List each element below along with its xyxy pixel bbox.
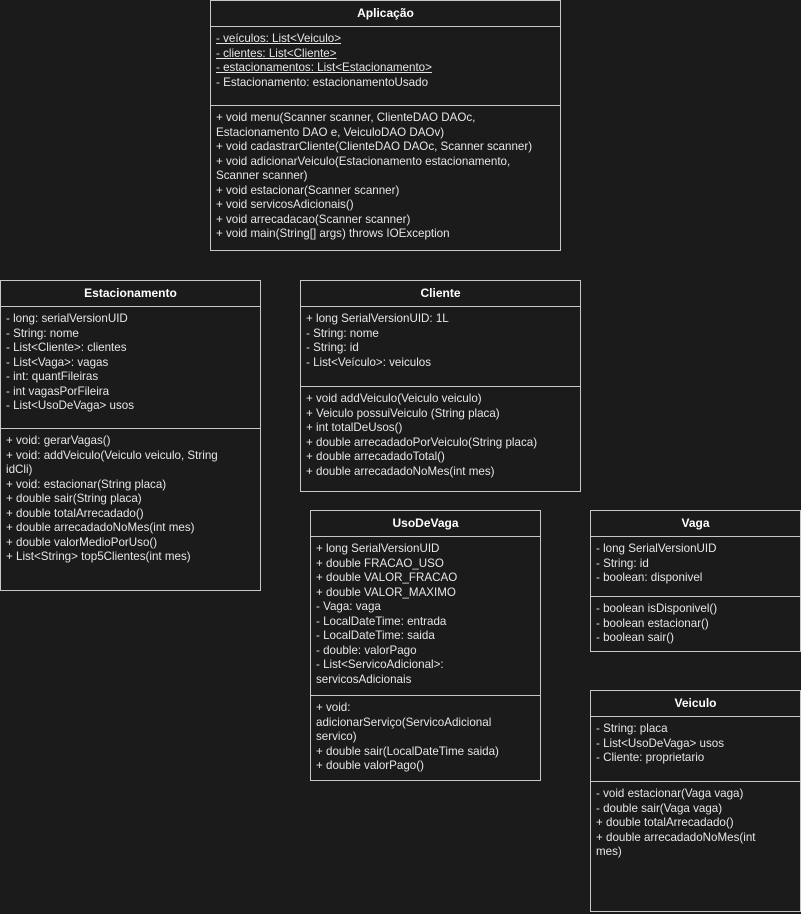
method-line: - double sair(Vaga vaga) bbox=[596, 801, 723, 815]
class-title: Aplicação bbox=[211, 1, 560, 27]
class-usodevaga[interactable]: UsoDeVaga + long SerialVersionUID+ doubl… bbox=[310, 510, 541, 781]
method-line: + List<String> top5Clientes(int mes) bbox=[6, 550, 191, 563]
attribute-line: + long SerialVersionUID: 1L bbox=[306, 312, 449, 325]
attributes-section: + long SerialVersionUID+ double FRACAO_U… bbox=[311, 537, 540, 696]
attribute-line: - boolean: disponivel bbox=[596, 571, 703, 584]
attribute-line: + long SerialVersionUID bbox=[316, 542, 440, 555]
attributes-section: - long SerialVersionUID- String: id- boo… bbox=[591, 537, 800, 597]
class-vaga[interactable]: Vaga - long SerialVersionUID- String: id… bbox=[590, 510, 801, 652]
attribute-line: + double VALOR_MAXIMO bbox=[316, 585, 456, 599]
attribute-line: - long: serialVersionUID bbox=[6, 312, 128, 325]
attribute-line: - long SerialVersionUID bbox=[596, 542, 717, 555]
class-title: Veiculo bbox=[591, 691, 800, 717]
attribute-line: + double FRACAO_USO bbox=[316, 556, 444, 570]
attribute-line: - int: quantFileiras bbox=[6, 370, 99, 383]
attribute-line: - Cliente: proprietario bbox=[596, 751, 705, 764]
attribute-line: - List<UsoDeVaga> usos bbox=[6, 399, 135, 412]
attribute-line: - String: nome bbox=[306, 326, 379, 340]
methods-section: + void: adicionarServiço(ServicoAdiciona… bbox=[311, 696, 540, 778]
attribute-line: - clientes: List<Cliente> bbox=[216, 46, 337, 60]
attribute-line: - estacionamentos: List<Estacionamento> bbox=[216, 61, 432, 74]
method-line: + double valorMedioPorUso() bbox=[6, 535, 158, 549]
attribute-line: - List<UsoDeVaga> usos bbox=[596, 736, 725, 750]
attributes-section: + long SerialVersionUID: 1L- String: nom… bbox=[301, 307, 580, 387]
method-line: + double totalArrecadado() bbox=[6, 506, 144, 520]
method-line: + double arrecadadoTotal() bbox=[306, 450, 445, 463]
attribute-line: - double: valorPago bbox=[316, 643, 417, 657]
class-title: UsoDeVaga bbox=[311, 511, 540, 537]
methods-section: + void addVeiculo(Veiculo veiculo)+ Veic… bbox=[301, 387, 580, 483]
method-line: + Veiculo possuiVeiculo (String placa) bbox=[306, 406, 500, 420]
methods-section: - boolean isDisponivel()- boolean estaci… bbox=[591, 597, 800, 650]
method-line: - boolean isDisponivel() bbox=[596, 602, 718, 615]
method-line: - boolean sair() bbox=[596, 631, 674, 644]
class-title: Estacionamento bbox=[1, 281, 260, 307]
attributes-section: - long: serialVersionUID- String: nome- … bbox=[1, 307, 260, 429]
method-line: + void estacionar(Scanner scanner) bbox=[216, 183, 400, 197]
attribute-line: - List<Veículo>: veiculos bbox=[306, 355, 432, 369]
attribute-line: - String: nome bbox=[6, 326, 79, 340]
method-line: + void: addVeiculo(Veiculo veiculo, Stri… bbox=[6, 448, 218, 477]
attribute-line: - Estacionamento: estacionamentoUsado bbox=[216, 75, 429, 89]
method-line: + double arrecadadoNoMes(int mes) bbox=[6, 521, 195, 534]
method-line: + void adicionarVeiculo(Estacionamento e… bbox=[216, 154, 511, 183]
class-cliente[interactable]: Cliente + long SerialVersionUID: 1L- Str… bbox=[300, 280, 581, 492]
method-line: + void cadastrarCliente(ClienteDAO DAOc,… bbox=[216, 140, 533, 153]
method-line: + double arrecadadoPorVeiculo(String pla… bbox=[306, 435, 538, 449]
method-line: + void servicosAdicionais() bbox=[216, 198, 354, 211]
method-line: + double arrecadadoNoMes(int mes) bbox=[306, 464, 495, 478]
attribute-line: - String: placa bbox=[596, 722, 668, 735]
attribute-line: - veículos: List<Veiculo> bbox=[216, 32, 342, 45]
method-line: + void: gerarVagas() bbox=[6, 434, 111, 447]
method-line: + void addVeiculo(Veiculo veiculo) bbox=[306, 392, 482, 405]
method-line: + int totalDeUsos() bbox=[306, 421, 403, 434]
method-line: + double sair(String placa) bbox=[6, 492, 142, 505]
method-line: + double valorPago() bbox=[316, 759, 424, 772]
attributes-section: - String: placa- List<UsoDeVaga> usos- C… bbox=[591, 717, 800, 782]
methods-section: + void: gerarVagas()+ void: addVeiculo(V… bbox=[1, 429, 260, 569]
method-line: + double sair(LocalDateTime saida) bbox=[316, 744, 499, 758]
class-estacionamento[interactable]: Estacionamento - long: serialVersionUID-… bbox=[0, 280, 261, 591]
attributes-section: - veículos: List<Veiculo>- clientes: Lis… bbox=[211, 27, 560, 106]
method-line: + void: adicionarServiço(ServicoAdiciona… bbox=[316, 701, 492, 743]
method-line: - void estacionar(Vaga vaga) bbox=[596, 787, 744, 800]
attribute-line: - int vagasPorFileira bbox=[6, 384, 110, 398]
class-title: Cliente bbox=[301, 281, 580, 307]
attribute-line: - String: id bbox=[596, 556, 649, 570]
method-line: + void main(String[] args) throws IOExce… bbox=[216, 227, 450, 240]
attribute-line: - LocalDateTime: saida bbox=[316, 629, 435, 642]
class-aplicacao[interactable]: Aplicação - veículos: List<Veiculo>- cli… bbox=[210, 0, 561, 251]
method-line: + void menu(Scanner scanner, ClienteDAO … bbox=[216, 111, 476, 139]
method-line: - boolean estacionar() bbox=[596, 616, 709, 630]
attribute-line: - LocalDateTime: entrada bbox=[316, 614, 447, 628]
attribute-line: - List<Vaga>: vagas bbox=[6, 355, 109, 369]
method-line: + double arrecadadoNoMes(int mes) bbox=[596, 830, 756, 859]
method-line: + void: estacionar(String placa) bbox=[6, 477, 167, 491]
attribute-line: - List<ServicoAdicional>: servicosAdicio… bbox=[316, 658, 444, 686]
class-veiculo[interactable]: Veiculo - String: placa- List<UsoDeVaga>… bbox=[590, 690, 801, 912]
attribute-line: - List<Cliente>: clientes bbox=[6, 341, 127, 354]
methods-section: + void menu(Scanner scanner, ClienteDAO … bbox=[211, 106, 560, 246]
methods-section: - void estacionar(Vaga vaga)- double sai… bbox=[591, 782, 800, 864]
attribute-line: - String: id bbox=[306, 341, 359, 354]
attribute-line: - Vaga: vaga bbox=[316, 600, 381, 613]
method-line: + void arrecadacao(Scanner scanner) bbox=[216, 212, 411, 226]
attribute-line: + double VALOR_FRACAO bbox=[316, 571, 458, 584]
method-line: + double totalArrecadado() bbox=[596, 816, 734, 829]
class-title: Vaga bbox=[591, 511, 800, 537]
